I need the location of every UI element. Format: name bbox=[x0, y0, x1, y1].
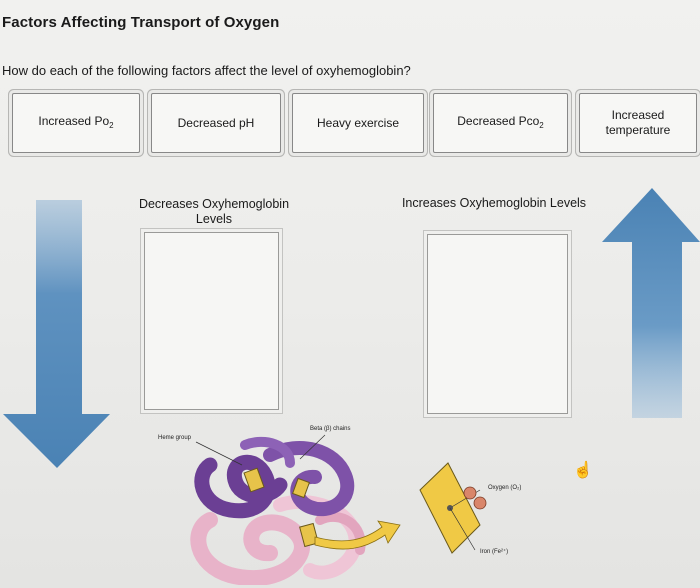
heme-group-1 bbox=[243, 467, 265, 493]
iron-label: Iron (Fe²⁺) bbox=[480, 548, 508, 555]
hemoglobin-diagram: Heme group Beta (β) chains Oxygen (O₂) I… bbox=[158, 426, 521, 585]
heme-group-3 bbox=[291, 477, 311, 499]
increase-drop-zone[interactable] bbox=[427, 234, 568, 414]
increase-zone-label: Increases Oxyhemoglobin Levels bbox=[401, 196, 587, 210]
card-decreased-pco2[interactable]: Decreased Pco2 bbox=[433, 93, 568, 153]
hand-pointer-icon: ☝ bbox=[573, 462, 593, 479]
card-heavy-exercise[interactable]: Heavy exercise bbox=[292, 93, 424, 153]
question-text: How do each of the following factors aff… bbox=[2, 63, 411, 78]
card-label: Heavy exercise bbox=[316, 115, 400, 130]
card-decreased-ph[interactable]: Decreased pH bbox=[151, 93, 281, 153]
oxygen-atom-icon bbox=[473, 496, 487, 510]
beta-chains-label: Beta (β) chains bbox=[310, 426, 350, 432]
oxygen-atom-icon bbox=[463, 486, 477, 500]
oxygen-label: Oxygen (O₂) bbox=[488, 485, 521, 491]
heme-group-2 bbox=[299, 522, 319, 548]
page-title: Factors Affecting Transport of Oxygen bbox=[2, 14, 280, 31]
decrease-drop-zone[interactable] bbox=[144, 232, 279, 410]
arrow-up-icon bbox=[602, 188, 700, 418]
card-label: Decreased pH bbox=[177, 115, 255, 130]
decrease-zone-label: Decreases Oxyhemoglobin Levels bbox=[138, 197, 290, 226]
pointer-arrow-icon bbox=[314, 520, 401, 550]
card-label: Increased temperature bbox=[605, 108, 671, 137]
card-increased-temperature[interactable]: Increased temperature bbox=[579, 93, 697, 153]
heme-group-label: Heme group bbox=[158, 435, 192, 441]
card-label: Increased Po2 bbox=[38, 113, 114, 130]
arrow-down-icon bbox=[3, 200, 110, 468]
card-increased-po2[interactable]: Increased Po2 bbox=[12, 93, 140, 153]
card-label: Decreased Pco2 bbox=[457, 113, 544, 130]
